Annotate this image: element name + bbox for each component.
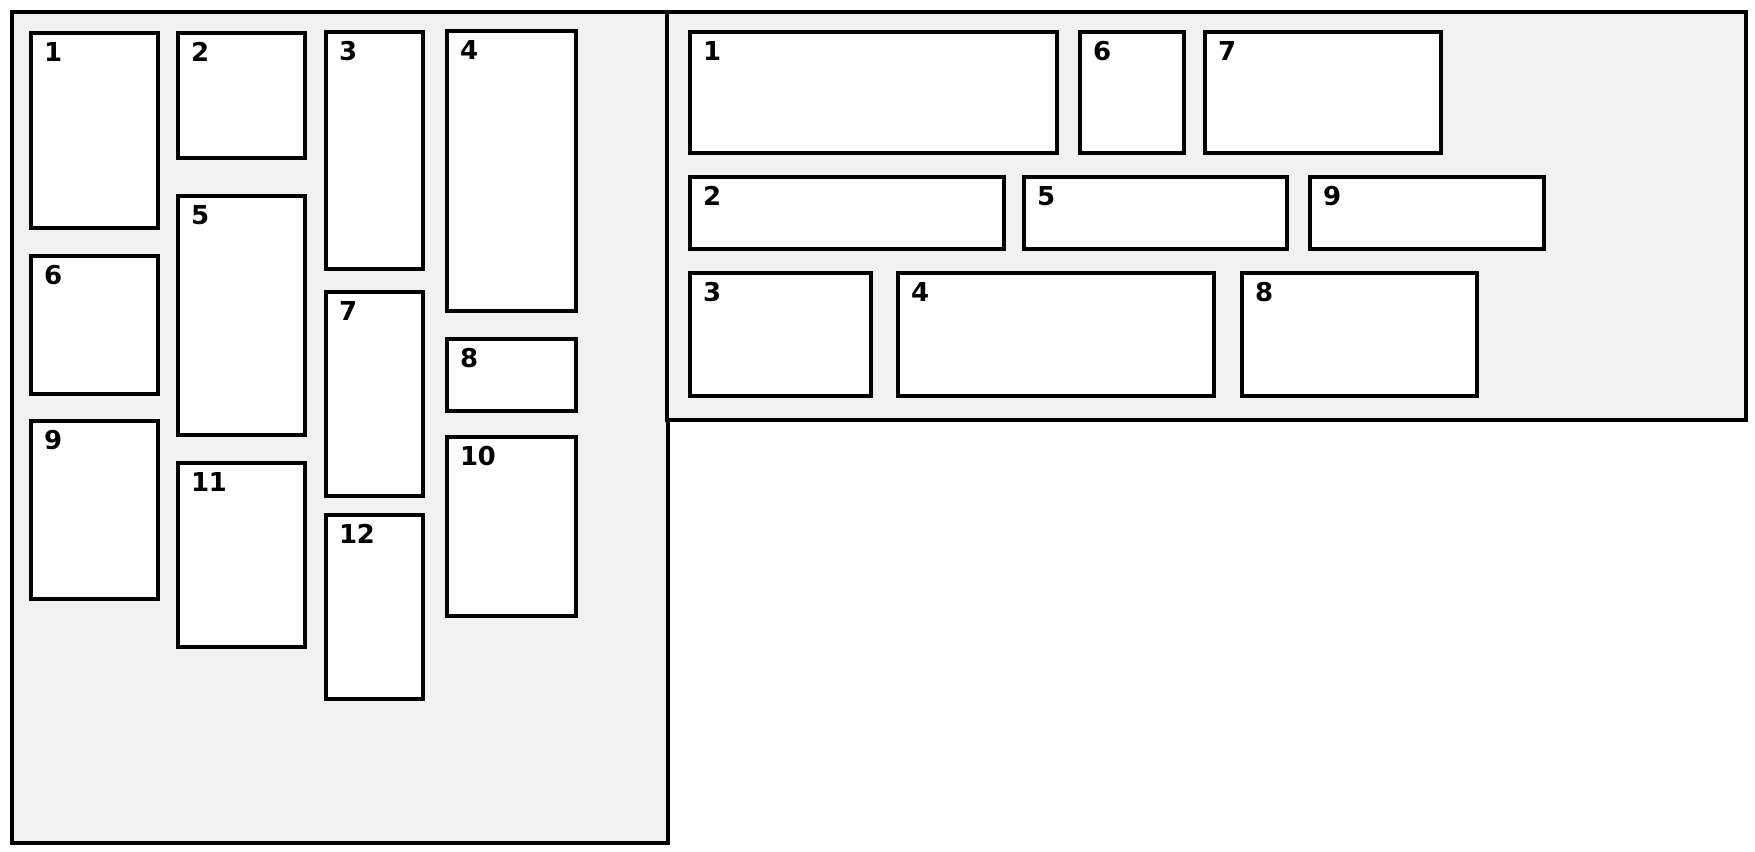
box-label: 8	[460, 344, 478, 374]
box-8[interactable]: 8	[445, 337, 578, 413]
box-2[interactable]: 2	[176, 31, 307, 160]
box-label: 1	[44, 38, 62, 68]
box-2[interactable]: 2	[688, 175, 1006, 251]
box-label: 3	[339, 37, 357, 67]
box-label: 10	[460, 442, 496, 472]
box-label: 7	[339, 297, 357, 327]
box-7[interactable]: 7	[1203, 30, 1443, 155]
box-label: 5	[191, 201, 209, 231]
right-panel: 1 6 7 2 5 9 3 4 8	[665, 10, 1748, 422]
box-label: 7	[1218, 37, 1236, 67]
box-label: 4	[911, 278, 929, 308]
box-label: 3	[703, 278, 721, 308]
box-label: 2	[703, 182, 721, 212]
box-label: 2	[191, 38, 209, 68]
box-9[interactable]: 9	[1308, 175, 1546, 251]
box-5[interactable]: 5	[1022, 175, 1289, 251]
box-label: 5	[1037, 182, 1055, 212]
box-7[interactable]: 7	[324, 290, 425, 498]
box-3[interactable]: 3	[688, 271, 873, 398]
box-label: 9	[44, 426, 62, 456]
box-4[interactable]: 4	[896, 271, 1216, 398]
box-label: 11	[191, 468, 227, 498]
box-label: 12	[339, 520, 375, 550]
box-label: 8	[1255, 278, 1273, 308]
box-label: 6	[44, 261, 62, 291]
box-label: 9	[1323, 182, 1341, 212]
box-label: 1	[703, 37, 721, 67]
box-1[interactable]: 1	[29, 31, 160, 230]
box-4[interactable]: 4	[445, 29, 578, 313]
box-5[interactable]: 5	[176, 194, 307, 437]
box-6[interactable]: 6	[1078, 30, 1186, 155]
box-9[interactable]: 9	[29, 419, 160, 601]
box-12[interactable]: 12	[324, 513, 425, 701]
box-10[interactable]: 10	[445, 435, 578, 618]
box-3[interactable]: 3	[324, 30, 425, 271]
box-label: 4	[460, 36, 478, 66]
box-label: 6	[1093, 37, 1111, 67]
box-1[interactable]: 1	[688, 30, 1059, 155]
box-8[interactable]: 8	[1240, 271, 1479, 398]
box-11[interactable]: 11	[176, 461, 307, 649]
box-6[interactable]: 6	[29, 254, 160, 396]
